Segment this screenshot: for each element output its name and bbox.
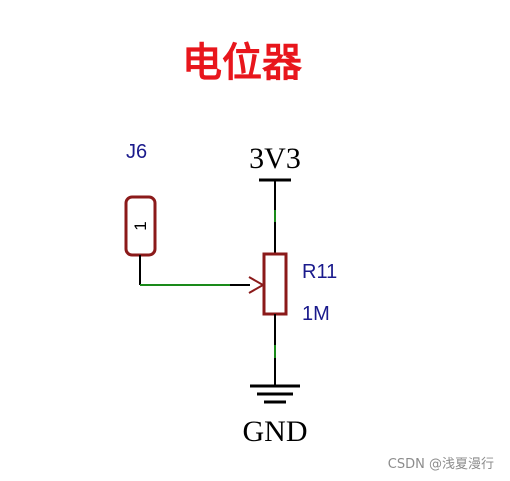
resistor-ref-label: R11 [302,261,337,283]
resistor-value-label: 1M [302,303,330,325]
connector-pin-number: 1 [131,221,150,230]
ground-net-label: GND [243,415,308,448]
schematic-title: 电位器 [182,40,303,86]
ground-symbol-icon [250,384,300,404]
potentiometer-body [262,252,288,316]
power-net-label: 3V3 [249,142,301,175]
wiper-arrow-icon [248,276,266,294]
connector-ref-label: J6 [126,141,147,163]
watermark-text: CSDN @浅夏漫行 [388,457,494,472]
